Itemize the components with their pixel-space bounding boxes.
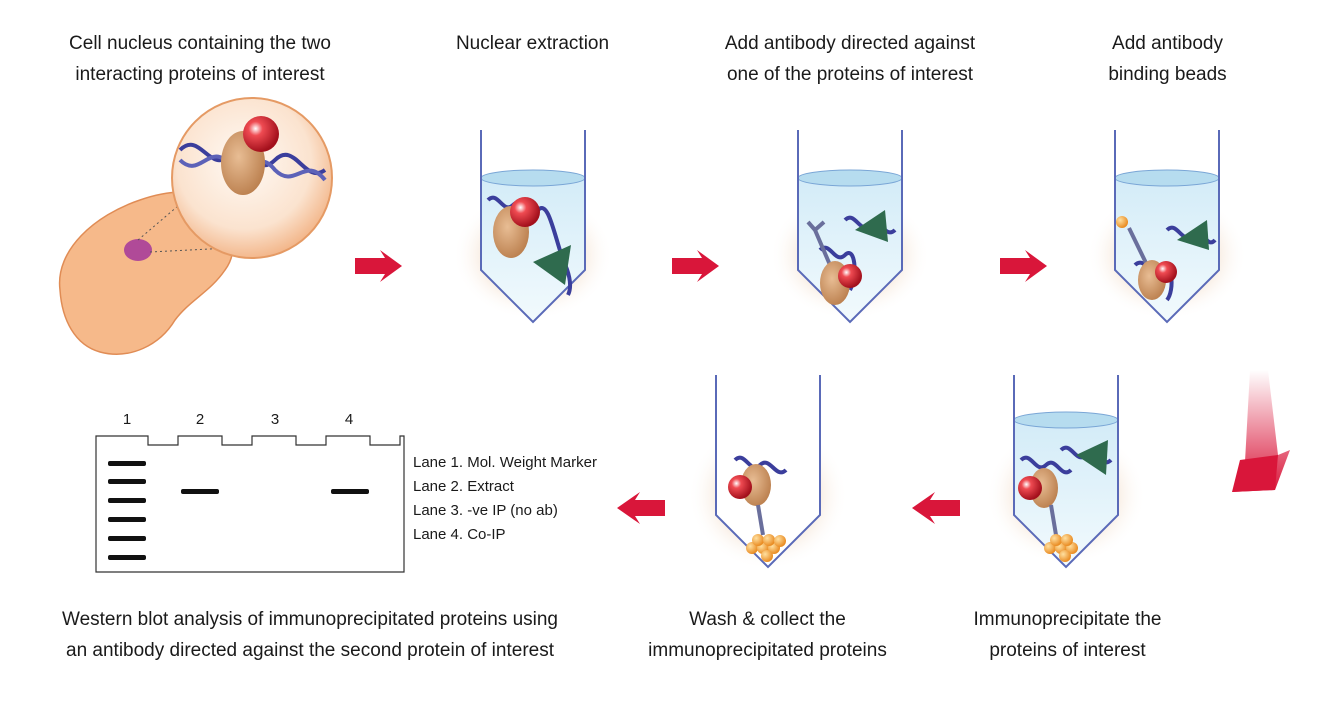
lane-number-3: 3 xyxy=(271,411,279,428)
protein-red-icon xyxy=(243,116,279,152)
caption-nuclear-extraction-line1: Nuclear extraction xyxy=(455,33,610,54)
arrow-2-icon xyxy=(672,250,719,282)
arrow-4-icon xyxy=(1232,370,1290,492)
nucleus-icon xyxy=(124,239,152,261)
tube-add-antibody xyxy=(770,130,930,324)
lane-number-1: 1 xyxy=(123,411,131,428)
caption-western-blot-line2: an antibody directed against the second … xyxy=(66,640,554,661)
arrow-5-icon xyxy=(912,492,960,524)
lane-4-band xyxy=(331,489,369,494)
tube-immunoprecipitate xyxy=(986,375,1146,569)
tube-wash-collect xyxy=(688,375,848,570)
arrow-1-icon xyxy=(355,250,402,282)
caption-add-beads-line1: Add antibody xyxy=(1112,33,1223,54)
caption-immunoprecipitate: Immunoprecipitate the proteins of intere… xyxy=(950,604,1185,666)
cell-illustration xyxy=(58,97,333,355)
caption-wash-collect-line2: immunoprecipitated proteins xyxy=(648,640,887,661)
caption-cell-nucleus: Cell nucleus containing the two interact… xyxy=(40,28,360,90)
legend-lane-3: Lane 3. -ve IP (no ab) xyxy=(413,502,558,519)
arrow-3-icon xyxy=(1000,250,1047,282)
caption-add-antibody: Add antibody directed against one of the… xyxy=(695,28,1005,90)
caption-cell-nucleus-line2: interacting proteins of interest xyxy=(75,64,325,85)
lane-number-4: 4 xyxy=(345,411,353,428)
lane-1-markers xyxy=(108,461,146,560)
tube-nuclear-extraction xyxy=(453,130,613,324)
arrow-6-icon xyxy=(617,492,665,524)
lane-number-2: 2 xyxy=(196,411,204,428)
lane-2-band xyxy=(181,489,219,494)
caption-add-antibody-line2: one of the proteins of interest xyxy=(726,64,974,85)
cell-shape xyxy=(58,191,234,355)
western-blot-gel: 1 2 3 4 Lane 1. Mol. Weight Marker Lane … xyxy=(95,411,597,573)
caption-add-beads-line2: binding beads xyxy=(1108,64,1227,85)
legend-lane-1: Lane 1. Mol. Weight Marker xyxy=(413,454,597,471)
caption-wash-collect-line1: Wash & collect the xyxy=(689,609,846,630)
caption-wash-collect: Wash & collect the immunoprecipitated pr… xyxy=(635,604,900,666)
caption-add-beads: Add antibody binding beads xyxy=(1080,28,1255,90)
legend-lane-4: Lane 4. Co-IP xyxy=(413,526,506,543)
caption-immunoprecipitate-line1: Immunoprecipitate the xyxy=(973,609,1162,630)
caption-western-blot-line1: Western blot analysis of immunoprecipita… xyxy=(61,609,558,630)
tube-add-beads xyxy=(1087,130,1247,324)
caption-add-antibody-line1: Add antibody directed against xyxy=(724,33,976,54)
legend-lane-2: Lane 2. Extract xyxy=(413,478,515,495)
caption-western-blot: Western blot analysis of immunoprecipita… xyxy=(20,604,600,666)
caption-cell-nucleus-line1: Cell nucleus containing the two xyxy=(69,33,331,54)
caption-nuclear-extraction: Nuclear extraction xyxy=(420,28,645,59)
caption-immunoprecipitate-line2: proteins of interest xyxy=(989,640,1146,661)
